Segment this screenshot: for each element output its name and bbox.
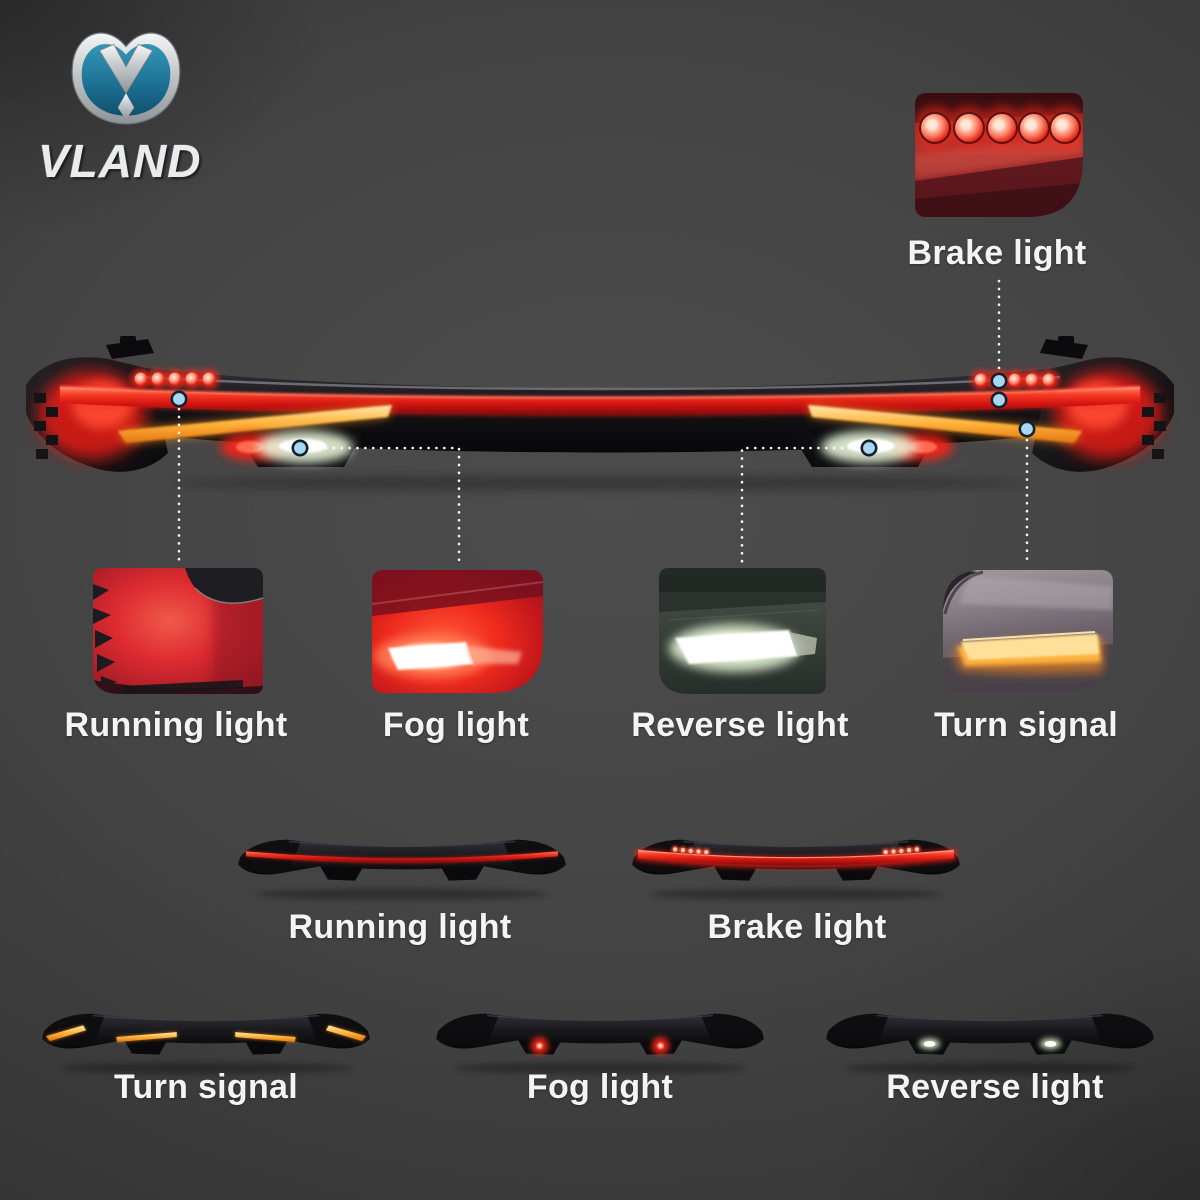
mode-label-turn: Turn signal	[113, 1068, 299, 1106]
brake-led-row	[915, 106, 1083, 150]
turn-signal-strips	[118, 405, 1082, 443]
running-light-band	[59, 375, 1141, 415]
mode-label-brake: Brake light	[707, 908, 887, 946]
turn-callout-label: Turn signal	[933, 706, 1119, 744]
mode-thumbnail-turn	[30, 1000, 382, 1078]
running-zigzag-pattern	[93, 584, 117, 690]
fog-callout-label: Fog light	[382, 706, 530, 744]
vland-emblem-icon	[71, 32, 181, 125]
brake-callout-photo	[915, 93, 1083, 217]
cap-zigzag-pattern	[34, 393, 1166, 459]
mode-label-fog: Fog light	[526, 1068, 674, 1106]
brand-logo: VLAND	[38, 20, 258, 188]
turn-callout-photo	[943, 570, 1113, 693]
hero-taillight-image	[26, 336, 1174, 490]
reverse-callout-photo	[659, 568, 826, 694]
reverse-callout-label: Reverse light	[631, 706, 849, 744]
running-callout-photo	[93, 568, 263, 694]
brake-callout-label: Brake light	[907, 234, 1087, 272]
running-callout-label: Running light	[64, 706, 288, 744]
mode-thumbnail-fog	[424, 1000, 776, 1078]
mode-thumbnail-running	[226, 826, 578, 904]
mode-thumbnail-brake	[620, 826, 972, 904]
mounting-brackets	[106, 336, 1088, 359]
mode-label-reverse: Reverse light	[886, 1068, 1104, 1106]
brand-wordmark: VLAND	[38, 135, 202, 187]
mode-label-running: Running light	[288, 908, 512, 946]
fog-callout-photo	[372, 570, 543, 693]
mode-thumbnail-reverse	[814, 1000, 1166, 1078]
